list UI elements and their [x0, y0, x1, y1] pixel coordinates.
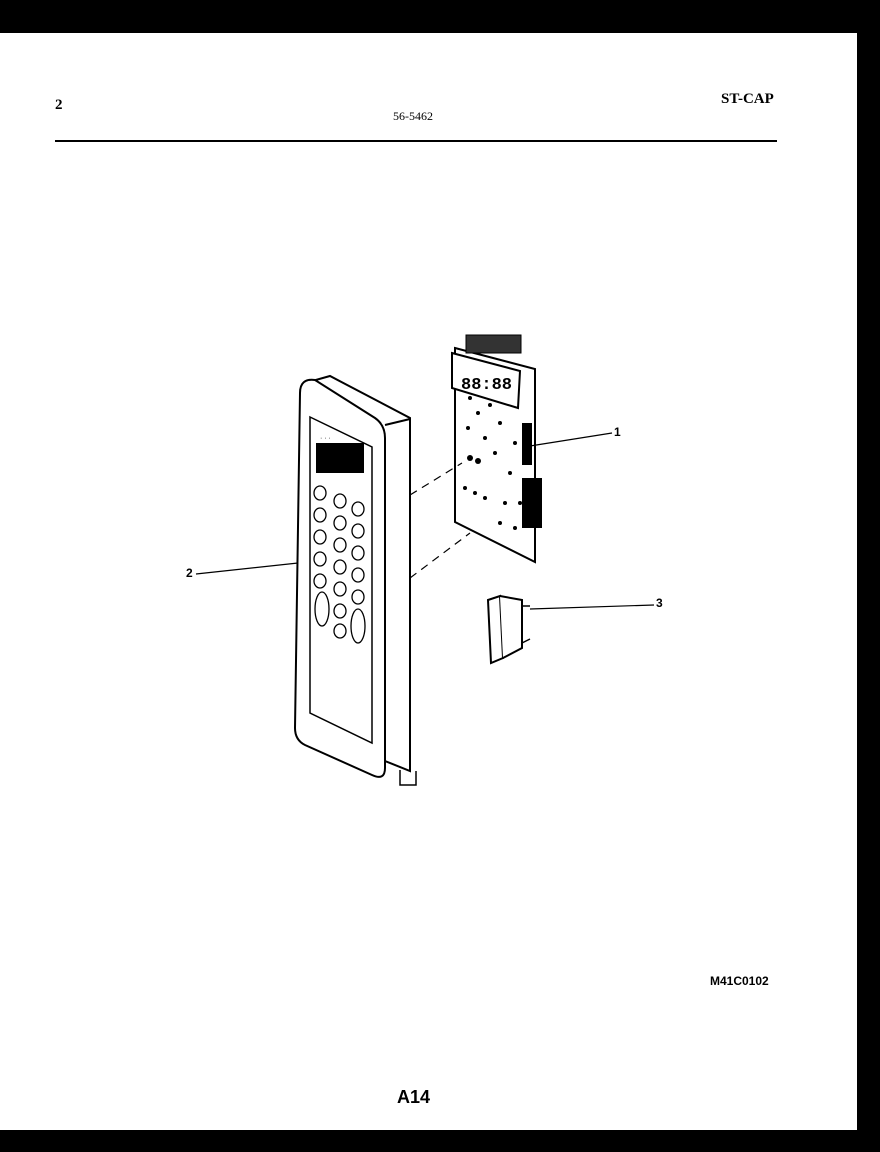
callout-1: 1	[614, 425, 621, 439]
model-code: ST-CAP	[721, 91, 774, 107]
diagram-code: M41C0102	[710, 974, 769, 988]
board-display-readout: 88:88	[461, 376, 512, 395]
drawing-sheet: 2 56-5462 ST-CAP · · · · · ·	[0, 33, 857, 1130]
page-label: A14	[397, 1087, 431, 1107]
leader-lines	[195, 432, 655, 610]
panel-display: · · · · · ·	[316, 435, 364, 473]
board-components	[463, 396, 522, 530]
control-board: 88:88	[451, 334, 542, 564]
page-number: 2	[55, 97, 63, 113]
callout-3: 3	[656, 596, 663, 610]
exploded-parts-diagram: · · · · · · 88:88	[195, 334, 655, 786]
connector	[486, 594, 531, 665]
document-code: 56-5462	[393, 109, 433, 123]
svg-text:· · ·: · · ·	[320, 435, 331, 442]
header-rule	[55, 140, 777, 142]
svg-text:· · ·: · · ·	[343, 446, 354, 453]
control-panel: · · · · · ·	[293, 374, 417, 786]
keypad-buttons	[313, 485, 366, 644]
callout-2: 2	[186, 566, 193, 580]
